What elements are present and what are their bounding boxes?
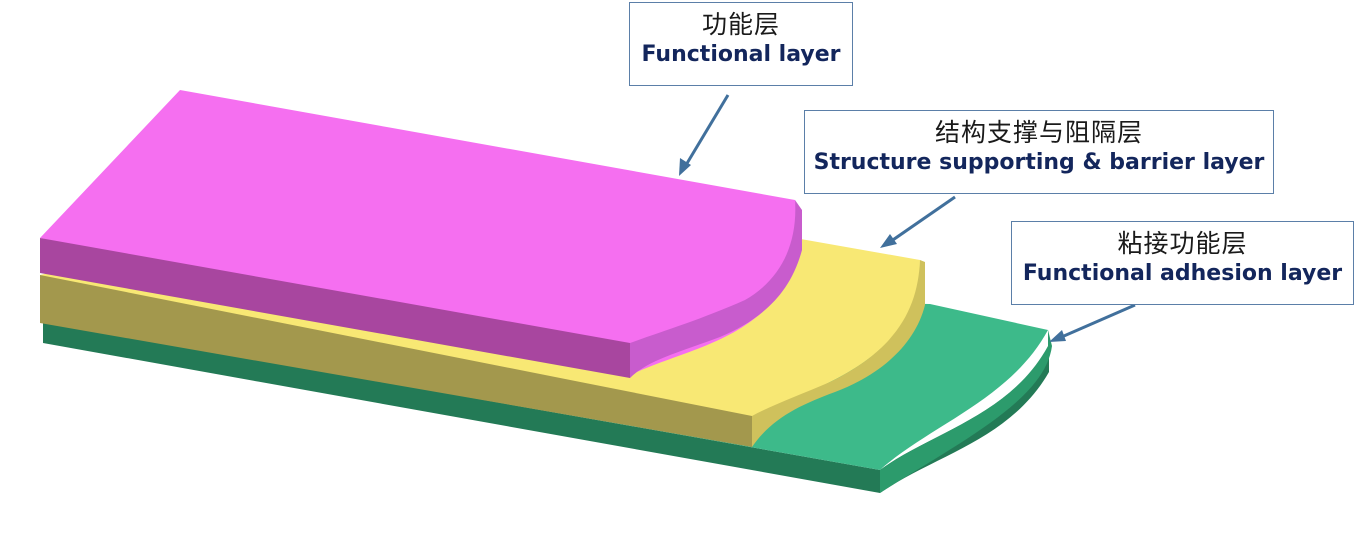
- functional-layer: [40, 90, 802, 378]
- structure-layer-arrow-line: [886, 195, 956, 246]
- functional-layer-label-zh: 功能层: [701, 10, 780, 39]
- adhesion-layer-curved-side: [880, 330, 1052, 493]
- functional-layer-curved-side: [630, 200, 802, 378]
- adhesion-layer-label-en: Functional adhesion layer: [1022, 261, 1343, 286]
- adhesion-layer-label-zh: 粘接功能层: [1117, 229, 1248, 258]
- adhesion-layer-arrowhead: [1049, 330, 1066, 342]
- structure-layer-front-face: [40, 275, 752, 447]
- functional-layer-label-en: Functional layer: [641, 42, 841, 67]
- callout-arrows: [679, 94, 1136, 342]
- structure-layer-label-zh: 结构支撑与阻隔层: [934, 118, 1143, 147]
- functional-layer-arrow-line: [681, 94, 730, 171]
- structure-layer-callout: 结构支撑与阻隔层 Structure supporting & barrier …: [804, 110, 1274, 194]
- structure-layer-curved-side: [752, 260, 925, 447]
- structure-layer-arrowhead: [880, 234, 897, 248]
- functional-layer-arrowhead: [679, 158, 691, 176]
- adhesion-layer-arrow-line: [1056, 303, 1136, 341]
- functional-layer-front-face: [40, 238, 630, 378]
- adhesion-layer-callout: 粘接功能层 Functional adhesion layer: [1011, 221, 1354, 305]
- functional-layer-top-face: [40, 90, 797, 375]
- structure-layer-label-en: Structure supporting & barrier layer: [813, 150, 1265, 175]
- functional-layer-callout: 功能层 Functional layer: [629, 2, 853, 86]
